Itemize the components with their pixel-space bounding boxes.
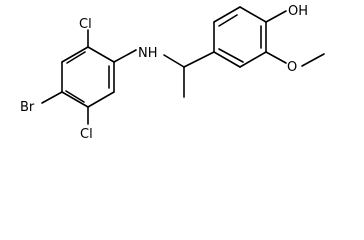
bond-ringA-double-3 <box>66 51 86 64</box>
atom-label-cl-top: Cl <box>79 17 92 32</box>
atom-labels: OH Cl NH Br Cl O <box>20 4 308 142</box>
bond-ringB-double-3 <box>218 48 244 63</box>
bond-o-methyl <box>301 53 325 67</box>
bond-ringA-4 <box>61 91 89 108</box>
bond-nh-ch <box>163 54 185 68</box>
bond-ringB-5 <box>239 51 267 68</box>
bond-ringB-6 <box>213 51 241 68</box>
atom-label-oh: OH <box>288 4 308 19</box>
bond-ringA-double-2 <box>65 90 85 103</box>
bond-c-o-methoxy <box>265 51 287 64</box>
molecule-canvas: OH Cl NH Br Cl O <box>20 4 325 142</box>
atom-label-cl-bottom: Cl <box>80 127 93 142</box>
bond-ringB-double-1 <box>218 14 238 27</box>
bond-c-br <box>41 91 63 104</box>
bond-c-nh <box>113 49 137 63</box>
bond-ringA-1 <box>87 46 115 63</box>
atom-label-br: Br <box>20 100 35 115</box>
bond-c-oh <box>265 10 287 23</box>
bond-network <box>41 6 325 125</box>
bond-ringA-3 <box>87 91 115 108</box>
atom-label-nh: NH <box>138 46 158 61</box>
structure-diagram: OH Cl NH Br Cl O <box>20 4 325 142</box>
bond-ringA-6 <box>61 46 89 63</box>
bond-ch-ringB <box>183 51 215 68</box>
bond-ringB-3 <box>239 6 267 23</box>
bond-ringB-2 <box>213 6 241 23</box>
atom-label-o: O <box>287 60 297 75</box>
